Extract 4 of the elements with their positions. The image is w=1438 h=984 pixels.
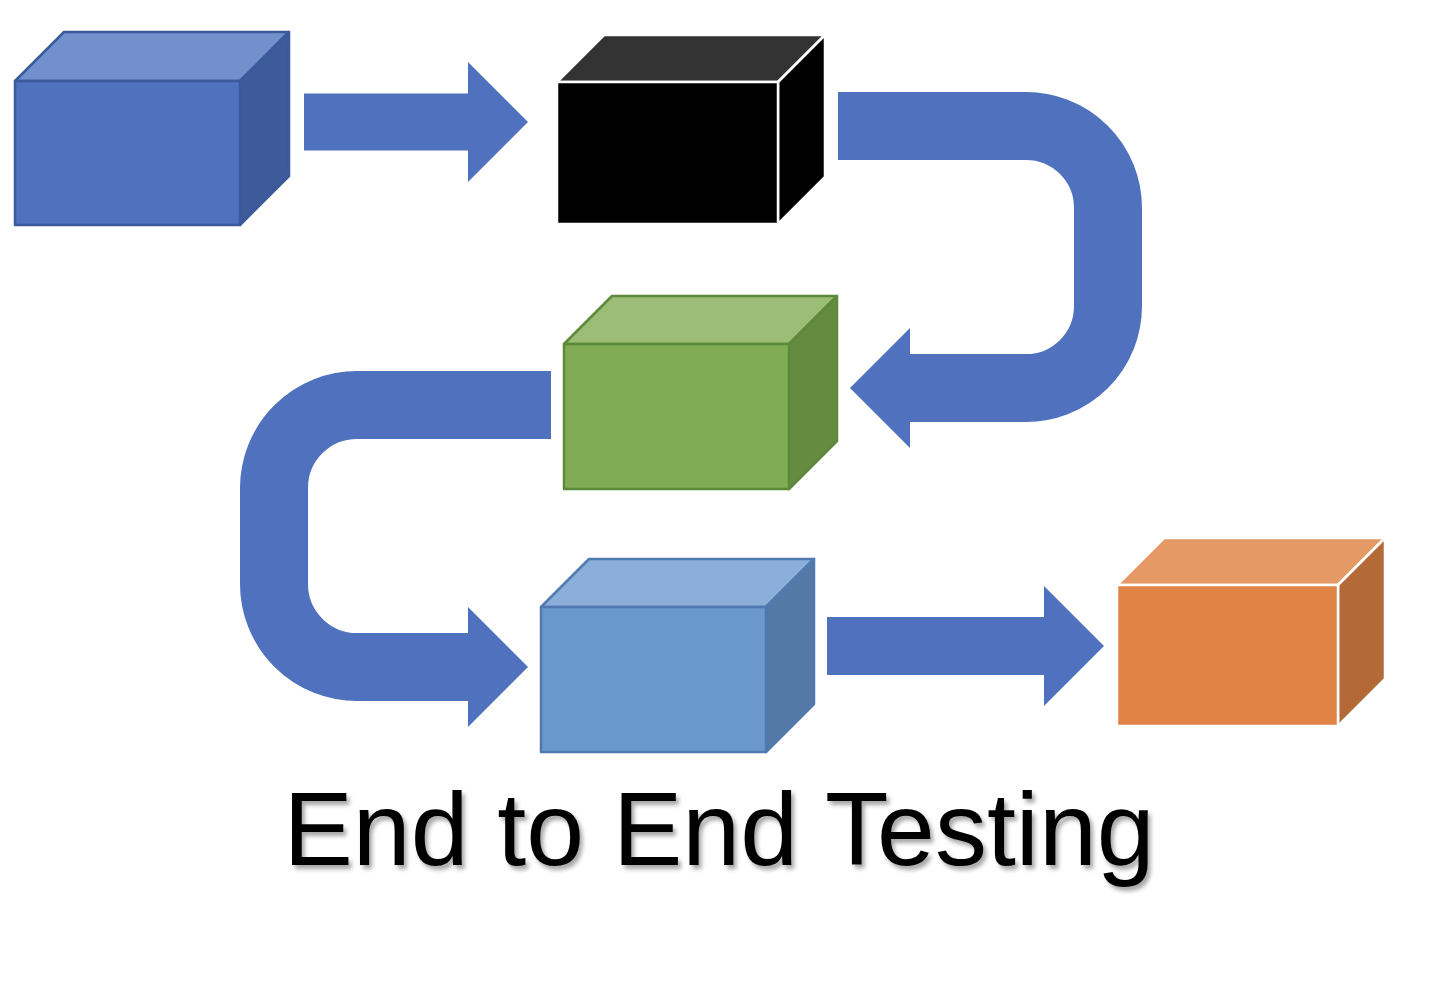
block-arrow [304,62,528,182]
title: End to End Testing [283,770,1155,889]
block-arrow [240,371,551,727]
block-arrow [827,586,1104,706]
